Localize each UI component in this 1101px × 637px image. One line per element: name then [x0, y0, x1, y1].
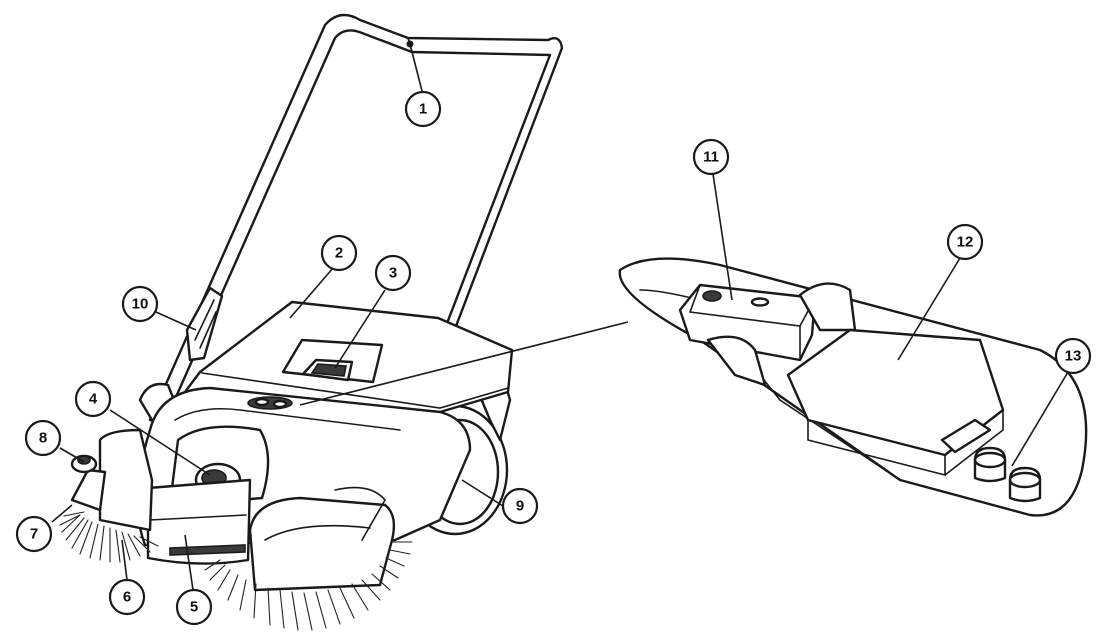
charging-sockets [973, 446, 1042, 503]
callout-11: 11 [692, 138, 730, 176]
callout-9: 9 [501, 487, 539, 525]
callout-6: 6 [108, 578, 146, 616]
callout-7: 7 [15, 515, 53, 553]
callout-6-label: 6 [123, 589, 131, 606]
sweeper-illustration [59, 13, 564, 631]
battery [786, 328, 1005, 477]
callout-5: 5 [175, 588, 213, 626]
right-brush-cover [248, 486, 396, 592]
callout-8-label: 8 [39, 430, 47, 447]
callout-10: 10 [121, 285, 159, 323]
detail-connector-line [299, 321, 629, 406]
side-brush-right [204, 541, 413, 631]
callout-2: 2 [320, 234, 358, 272]
callout-13: 13 [1054, 337, 1092, 375]
callout-7-label: 7 [30, 526, 38, 543]
callout-12-label: 12 [957, 234, 974, 251]
callout-3: 3 [374, 254, 412, 292]
callout-4: 4 [74, 380, 112, 418]
callout-10-label: 10 [132, 296, 149, 313]
side-brush-arm [70, 454, 107, 512]
leader-lines [51, 43, 1069, 591]
callout-3-label: 3 [389, 265, 397, 282]
callout-5-label: 5 [190, 599, 198, 616]
callout-1-label: 1 [419, 101, 427, 118]
callout-4-label: 4 [89, 391, 98, 408]
left-brush-cover [98, 428, 154, 532]
callout-2-label: 2 [335, 245, 343, 262]
callout-1: 1 [404, 90, 442, 128]
side-brush-left [59, 511, 159, 563]
callout-13-label: 13 [1065, 348, 1082, 365]
container-handle [281, 338, 384, 384]
tray-detail-illustration [618, 257, 1088, 517]
callout-8: 8 [24, 419, 62, 457]
tray-fin-right [798, 282, 857, 332]
callout-9-label: 9 [516, 498, 524, 515]
front-bumper [146, 478, 252, 565]
callout-11-label: 11 [703, 149, 719, 166]
callout-12: 12 [946, 223, 984, 261]
tray-fin-left [706, 335, 767, 387]
